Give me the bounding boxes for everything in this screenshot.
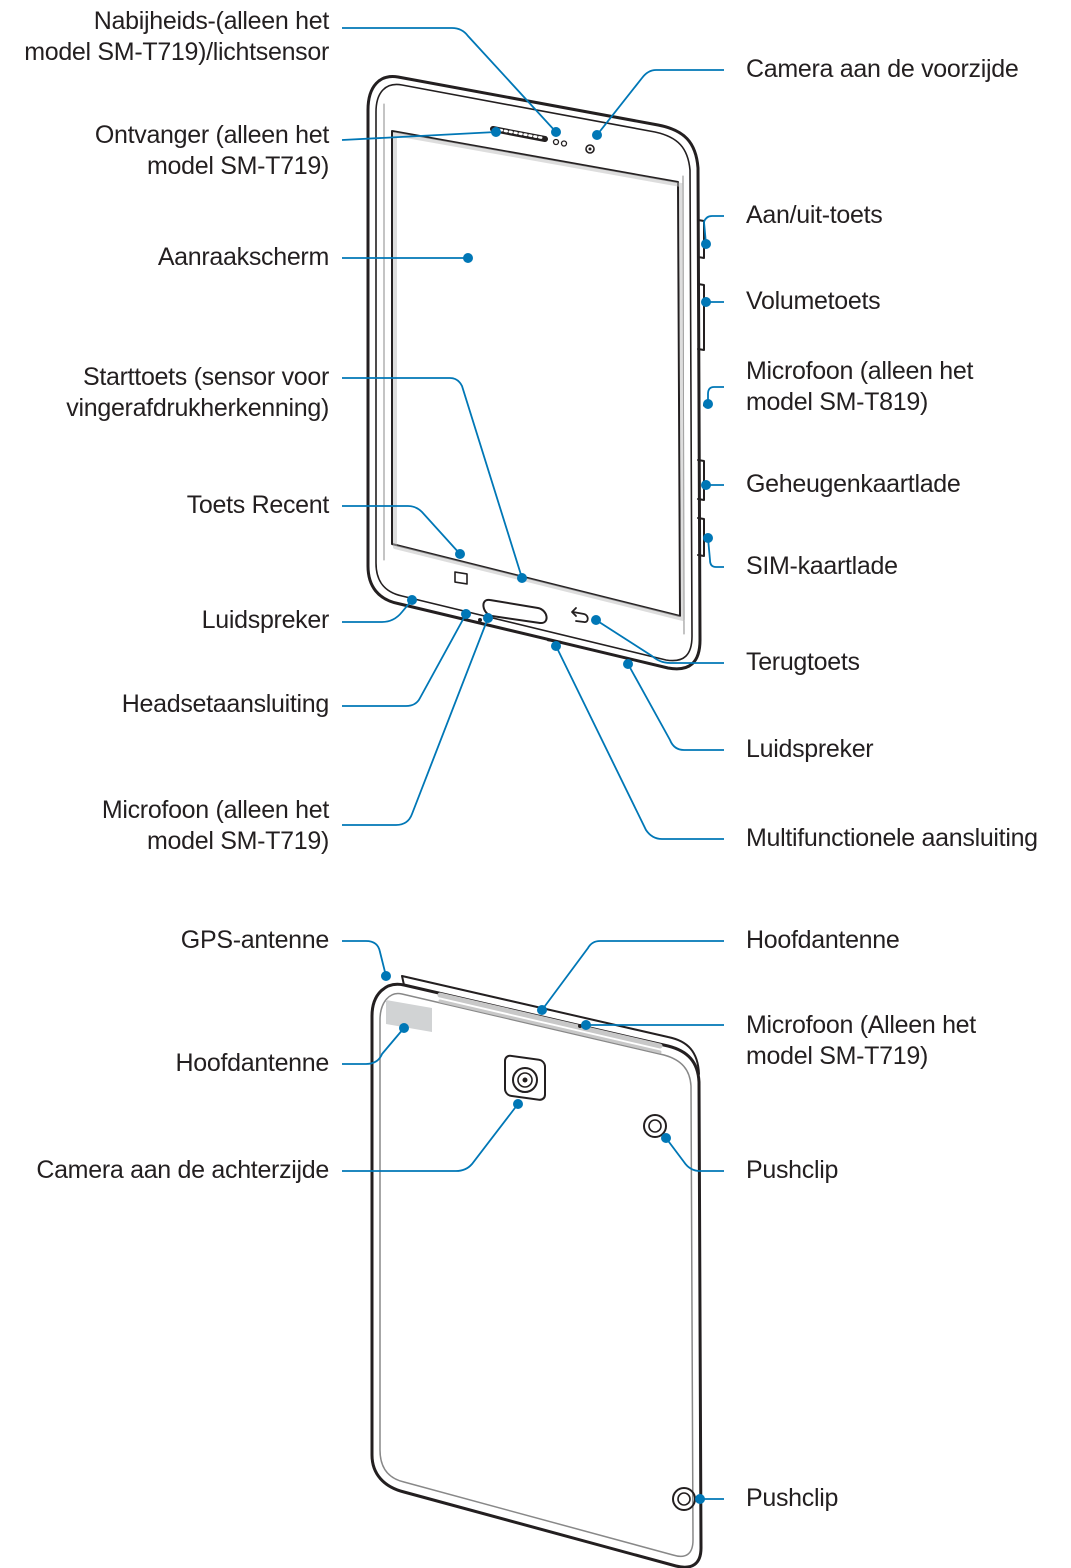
label-headset-jack: Headsetaansluiting — [121, 690, 330, 718]
label-pushclip-top: Pushclip — [746, 1156, 839, 1184]
callout-dots — [381, 127, 713, 1504]
label-microphone-bottom: Microfoon (alleen het model SM-T719) — [101, 796, 329, 855]
tablet-front — [366, 75, 707, 671]
label-main-antenna-left: Hoofdantenne — [175, 1049, 330, 1077]
callout-lines — [341, 27, 724, 1500]
label-pushclip-bottom: Pushclip — [746, 1484, 839, 1512]
label-microphone-side: Microfoon (alleen het model SM-T819) — [746, 357, 974, 416]
label-sim-tray: SIM-kaartlade — [746, 552, 898, 580]
label-home-key: Starttoets (sensor voor vingerafdrukherk… — [66, 363, 329, 422]
label-multipurpose-jack: Multifunctionele aansluiting — [746, 824, 1038, 852]
label-main-antenna-top: Hoofdantenne — [746, 926, 900, 954]
label-receiver: Ontvanger (alleen het model SM-T719) — [94, 121, 329, 180]
label-gps-antenna: GPS-antenne — [180, 926, 330, 954]
label-touchscreen: Aanraakscherm — [157, 243, 329, 271]
label-memory-card-tray: Geheugenkaartlade — [746, 470, 961, 498]
label-back-key: Terugtoets — [746, 648, 860, 676]
label-proximity-light-sensor: Nabijheids-(alleen het model SM-T719)/li… — [24, 7, 329, 66]
label-speaker-right: Luidspreker — [746, 735, 874, 763]
label-rear-camera: Camera aan de achterzijde — [36, 1156, 329, 1184]
label-volume-key: Volumetoets — [746, 287, 881, 315]
label-speaker-left: Luidspreker — [201, 606, 330, 634]
label-recent-key: Toets Recent — [186, 491, 330, 519]
tablet-back — [370, 975, 703, 1568]
label-front-camera: Camera aan de voorzijde — [746, 55, 1019, 83]
label-microphone-top: Microfoon (Alleen het model SM-T719) — [746, 1011, 976, 1070]
label-power-key: Aan/uit-toets — [746, 201, 883, 229]
